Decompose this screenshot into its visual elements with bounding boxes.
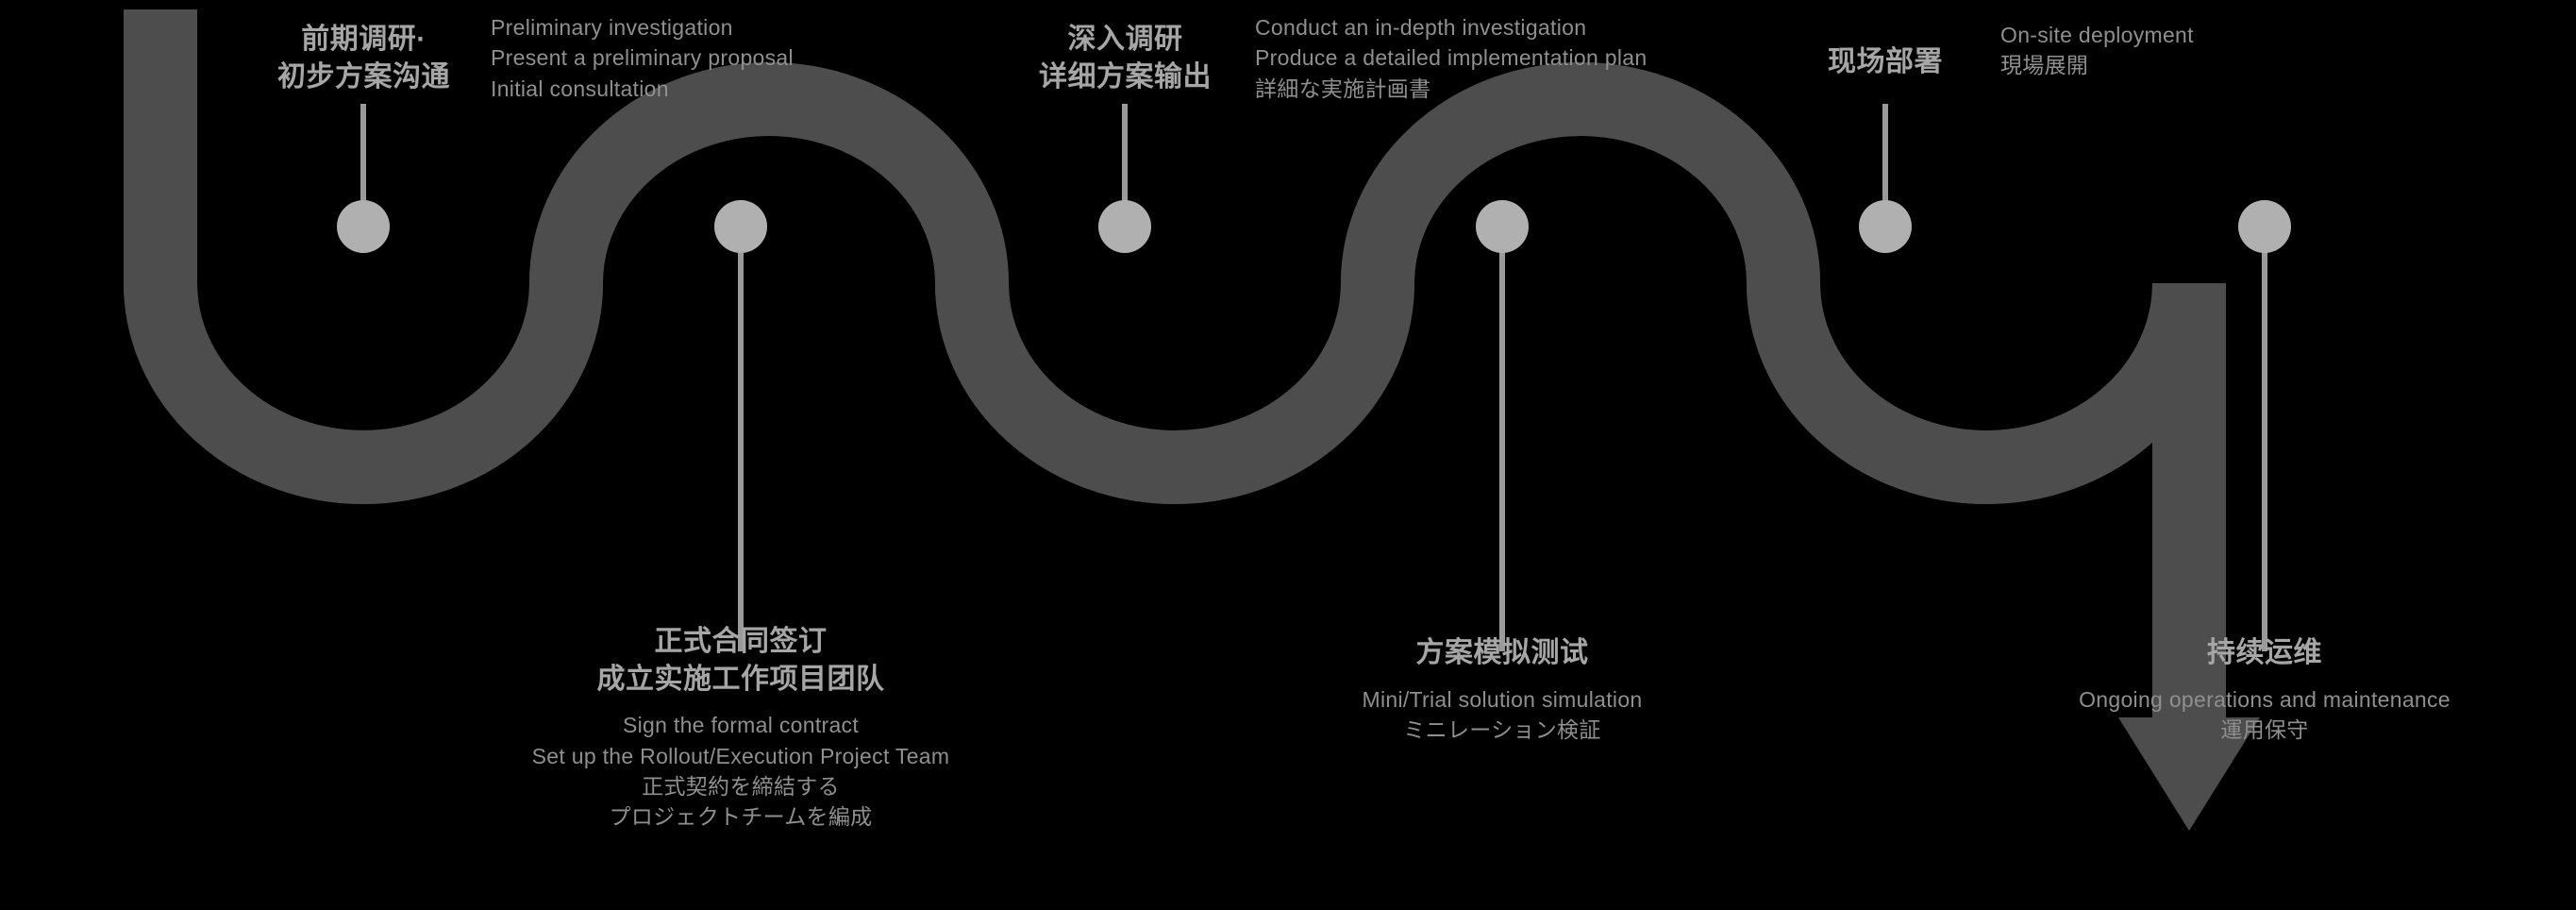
node-marker-1[interactable] <box>337 200 390 253</box>
connectors-group <box>360 104 2267 651</box>
step-label-5-heading[interactable]: 现场部署 <box>1791 43 1980 81</box>
step-3-sub-line-1: Conduct an in-depth investigation <box>1255 15 1587 40</box>
step-label-6[interactable]: 持续运维 Ongoing operations and maintenance … <box>1939 634 2576 744</box>
step-label-2[interactable]: 正式合同签订 成立实施工作项目团队 Sign the formal contra… <box>477 623 1005 832</box>
step-3-sub-line-3: 詳細な実施計画書 <box>1255 76 1431 101</box>
step-1-sub-line-2: Present a preliminary proposal <box>491 45 794 71</box>
node-marker-4[interactable] <box>1476 200 1529 253</box>
flow-arrowhead-icon <box>2118 717 2260 831</box>
step-2-heading-line-2: 成立实施工作项目团队 <box>596 663 885 695</box>
step-label-4[interactable]: 方案模拟测试 Mini/Trial solution simulation ミニ… <box>1266 634 1738 744</box>
node-marker-5[interactable] <box>1859 200 1912 253</box>
step-6-sub-line-2: 運用保守 <box>2220 716 2309 742</box>
node-marker-6[interactable] <box>2238 200 2291 253</box>
step-3-heading-line-1: 深入调研 <box>1067 24 1183 55</box>
step-label-3-heading[interactable]: 深入调研 详细方案输出 <box>1024 21 1227 95</box>
step-2-sub-line-2: Set up the Rollout/Execution Project Tea… <box>531 743 950 768</box>
step-1-heading-line-1: 前期调研· <box>301 24 427 55</box>
step-2-sub-line-4: プロジェクトチームを編成 <box>609 804 873 830</box>
step-4-sub-line-1: Mini/Trial solution simulation <box>1362 686 1643 712</box>
step-2-sub-line-1: Sign the formal contract <box>622 713 860 738</box>
node-marker-2[interactable] <box>714 200 767 253</box>
step-4-heading-line-1: 方案模拟测试 <box>1415 637 1589 668</box>
step-6-heading-line-1: 持续运维 <box>2207 637 2322 668</box>
step-1-sub-line-3: Initial consultation <box>491 76 669 101</box>
step-3-heading-line-2: 详细方案输出 <box>1039 60 1212 93</box>
ribbon-path-group <box>124 9 2226 717</box>
node-marker-3[interactable] <box>1098 200 1151 253</box>
step-6-sub-line-1: Ongoing operations and maintenance <box>2079 686 2451 712</box>
step-label-5-sub[interactable]: On-site deployment 現場展開 <box>2000 21 2378 80</box>
step-1-sub-line-1: Preliminary investigation <box>491 15 733 40</box>
step-label-3-sub[interactable]: Conduct an in-depth investigation Produc… <box>1255 13 1755 103</box>
step-label-1-sub[interactable]: Preliminary investigation Present a prel… <box>491 13 887 103</box>
step-2-sub-line-3: 正式契約を締結する <box>642 773 840 799</box>
step-5-sub-line-1: On-site deployment <box>2000 23 2194 47</box>
step-1-heading-line-2: 初步方案沟通 <box>277 60 450 93</box>
step-label-1-heading[interactable]: 前期调研· 初步方案沟通 <box>262 21 465 95</box>
nodes-group <box>337 200 2291 253</box>
step-5-heading-line-1: 现场部署 <box>1828 46 1943 77</box>
step-4-sub-line-2: ミニレーション検証 <box>1403 716 1601 742</box>
step-2-heading-line-1: 正式合同签订 <box>654 626 828 657</box>
step-3-sub-line-2: Produce a detailed implementation plan <box>1255 45 1648 71</box>
step-5-sub-line-2: 現場展開 <box>2000 53 2089 78</box>
